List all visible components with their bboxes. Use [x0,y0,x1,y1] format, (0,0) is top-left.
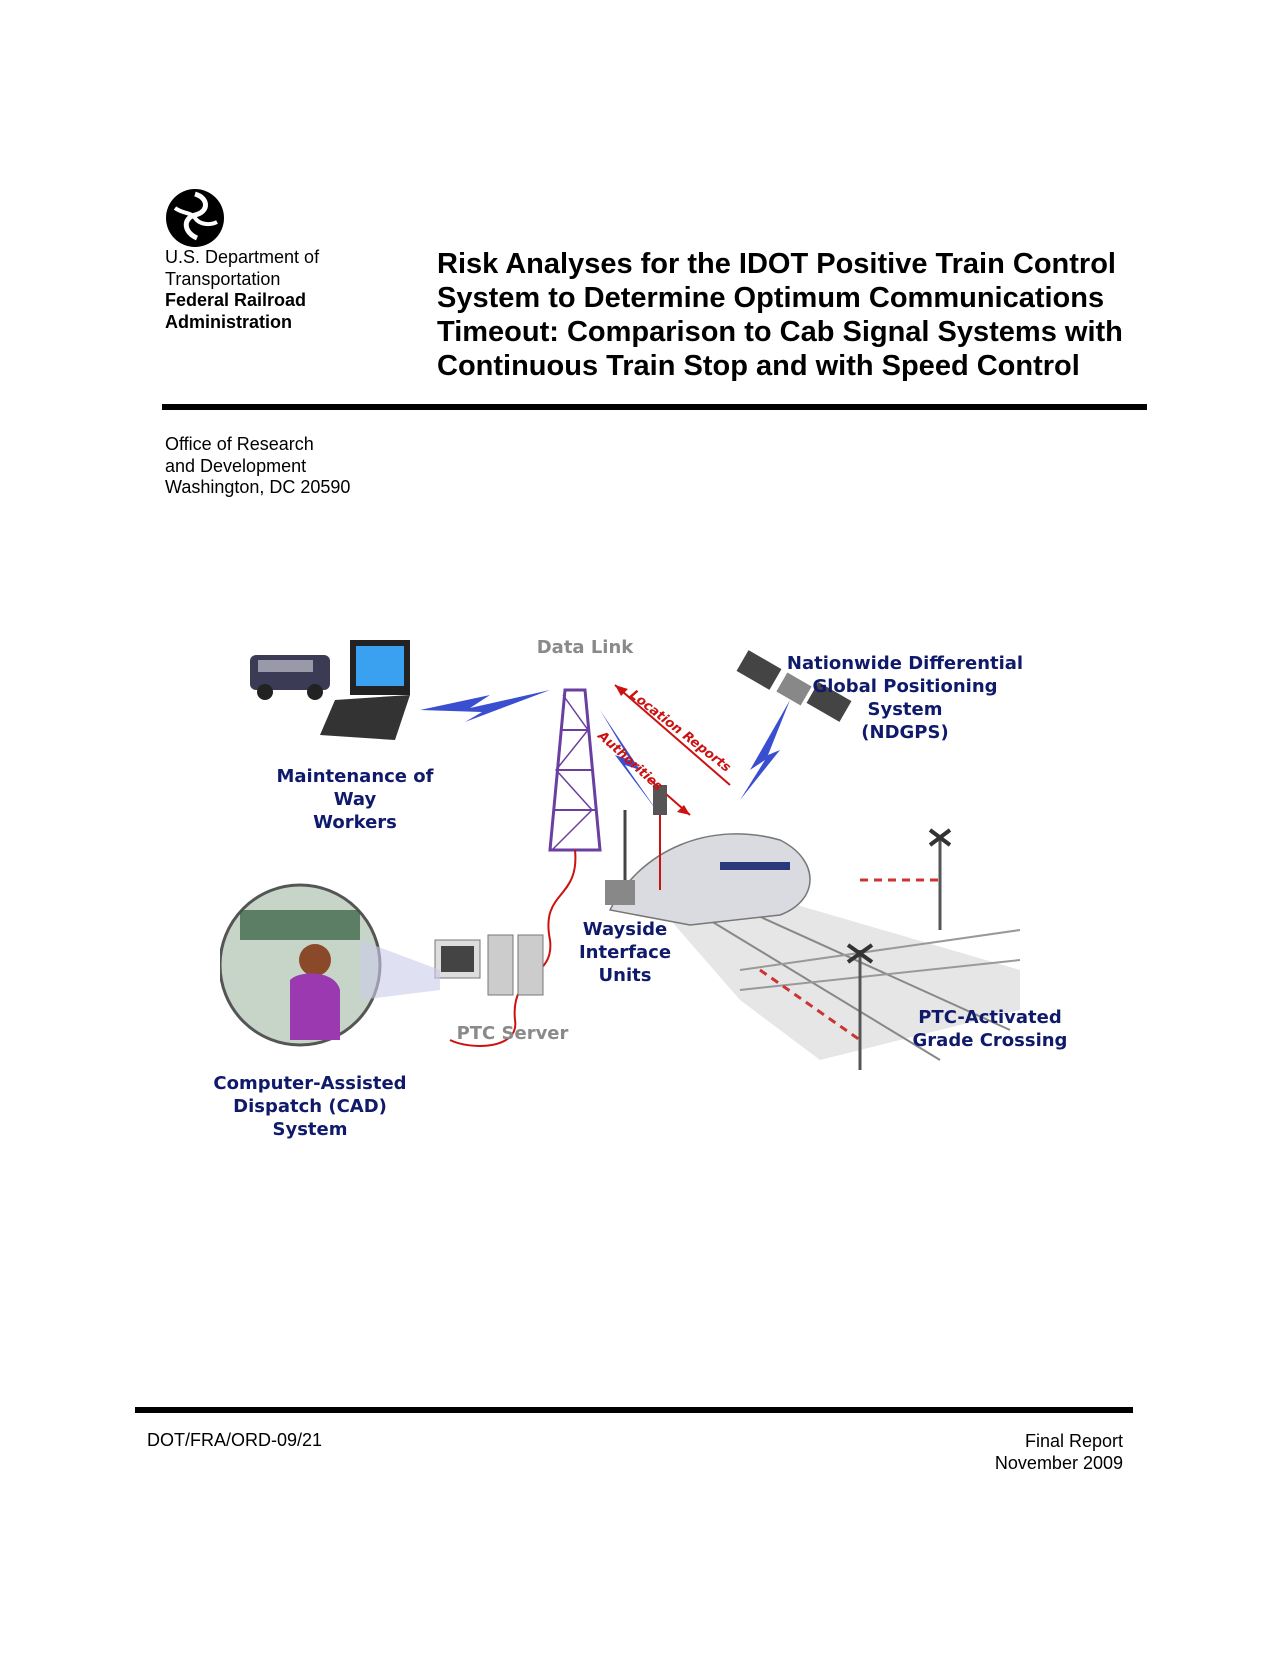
title-line: Risk Analyses for the IDOT Positive Trai… [437,248,1116,280]
dispatch-operator-image [220,883,382,1047]
label-line: Grade Crossing [912,1030,1068,1051]
label-line: Nationwide Differential [786,653,1024,674]
radio-tower-icon [548,688,602,852]
satellite-icon [736,650,852,722]
railway-ground [640,885,1020,1060]
title-line: System to Determine Optimum Communicatio… [437,282,1105,314]
bolt-icon [740,700,790,800]
agency-name: Federal Railroad [165,290,307,310]
office-line: Washington, DC 20590 [165,477,351,497]
arrowhead-icon [615,685,628,696]
dot-logo-icon [166,189,224,247]
label-line: Units [598,965,652,986]
train-window-strip [720,862,790,870]
label-line: Wayside [582,919,668,940]
label-line: Data Link [536,637,634,658]
title-line: Timeout: Comparison to Cab Signal System… [437,316,1123,348]
label-line: Dispatch (CAD) [233,1096,387,1117]
crossing-gate-icon [860,828,952,930]
report-meta: Final Report November 2009 [995,1430,1123,1474]
train-icon [608,833,811,926]
label-line: System [272,1119,348,1140]
label-line: Workers [313,812,397,833]
bolt-icon [420,690,550,722]
label-line: Computer-Assisted [213,1073,407,1094]
data-link-label: Data Link [515,636,655,659]
report-title: Risk Analyses for the IDOT Positive Trai… [437,247,1157,383]
ndgps-label: Nationwide Differential Global Positioni… [780,652,1030,744]
label-line: Interface [578,942,672,963]
title-line: Continuous Train Stop and with Speed Con… [437,350,1080,382]
label-line: (NDGPS) [861,722,949,743]
agency-name: Administration [165,311,293,332]
label-line: PTC-Activated [918,1007,1062,1028]
footer-divider [135,1407,1133,1413]
label-line: Global Positioning [812,676,998,697]
diagram-artwork [220,640,1021,1070]
truck-icon [250,655,330,700]
ptc-system-diagram: Data Link Nationwide Differential Global… [213,637,1100,1210]
office-address: Office of Research and Development Washi… [165,434,350,499]
office-line: Office of Research [165,434,314,454]
server-icon [434,934,544,996]
wayside-unit-icon [605,785,667,905]
label-line: Maintenance of Way [276,766,434,810]
road-line [739,959,1021,991]
grade-crossing-label: PTC-Activated Grade Crossing [910,1006,1070,1052]
callout-wedge [360,940,440,1000]
crossing-gate-icon [759,943,874,1070]
report-type: Final Report [1024,1431,1123,1451]
mow-workers-label: Maintenance of Way Workers [255,765,455,834]
agency-block: U.S. Department of Transportation Federa… [165,247,319,333]
wayside-units-label: Wayside Interface Units [570,918,680,987]
ptc-server-label: PTC Server [445,1022,580,1045]
report-date: November 2009 [994,1453,1123,1473]
office-line: and Development [165,455,307,476]
cad-system-label: Computer-Assisted Dispatch (CAD) System [210,1072,410,1141]
header-divider [162,404,1147,410]
bolt-icon [600,710,660,815]
arrowhead-icon [677,805,690,815]
report-number: DOT/FRA/ORD-09/21 [147,1430,323,1450]
label-line: PTC Server [456,1023,569,1044]
label-line: System [867,699,943,720]
road-line [739,929,1021,971]
agency-line: U.S. Department of [165,247,320,267]
arrow-line [614,684,731,786]
laptop-icon [320,640,410,740]
agency-line: Transportation [165,268,281,289]
